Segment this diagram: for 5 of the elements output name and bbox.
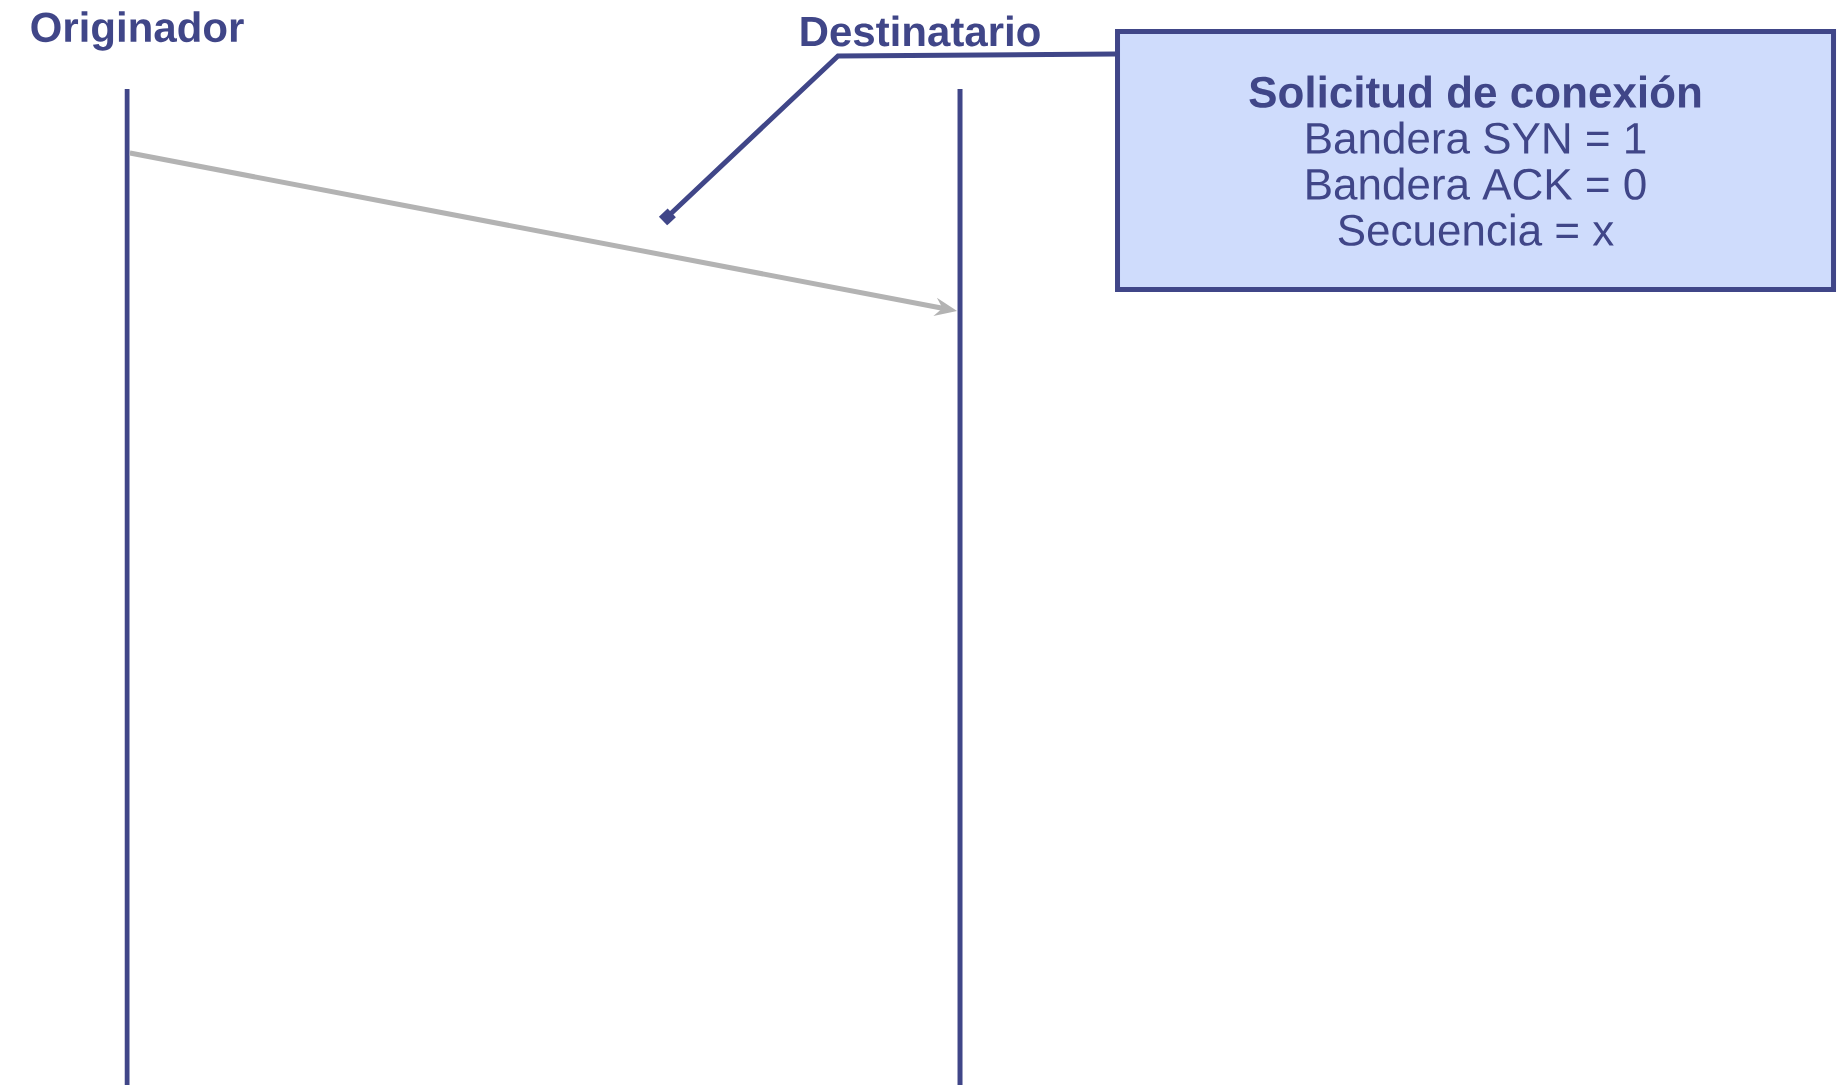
lifeline [124,89,130,1085]
heading: Destinatario [801,15,1040,47]
callout-box: Solicitud de conexión Bandera SYN = 1 Bandera ACK = 0 Secuencia = x [1115,29,1837,292]
lifeline [957,89,963,1085]
heading: Originador [31,11,244,51]
